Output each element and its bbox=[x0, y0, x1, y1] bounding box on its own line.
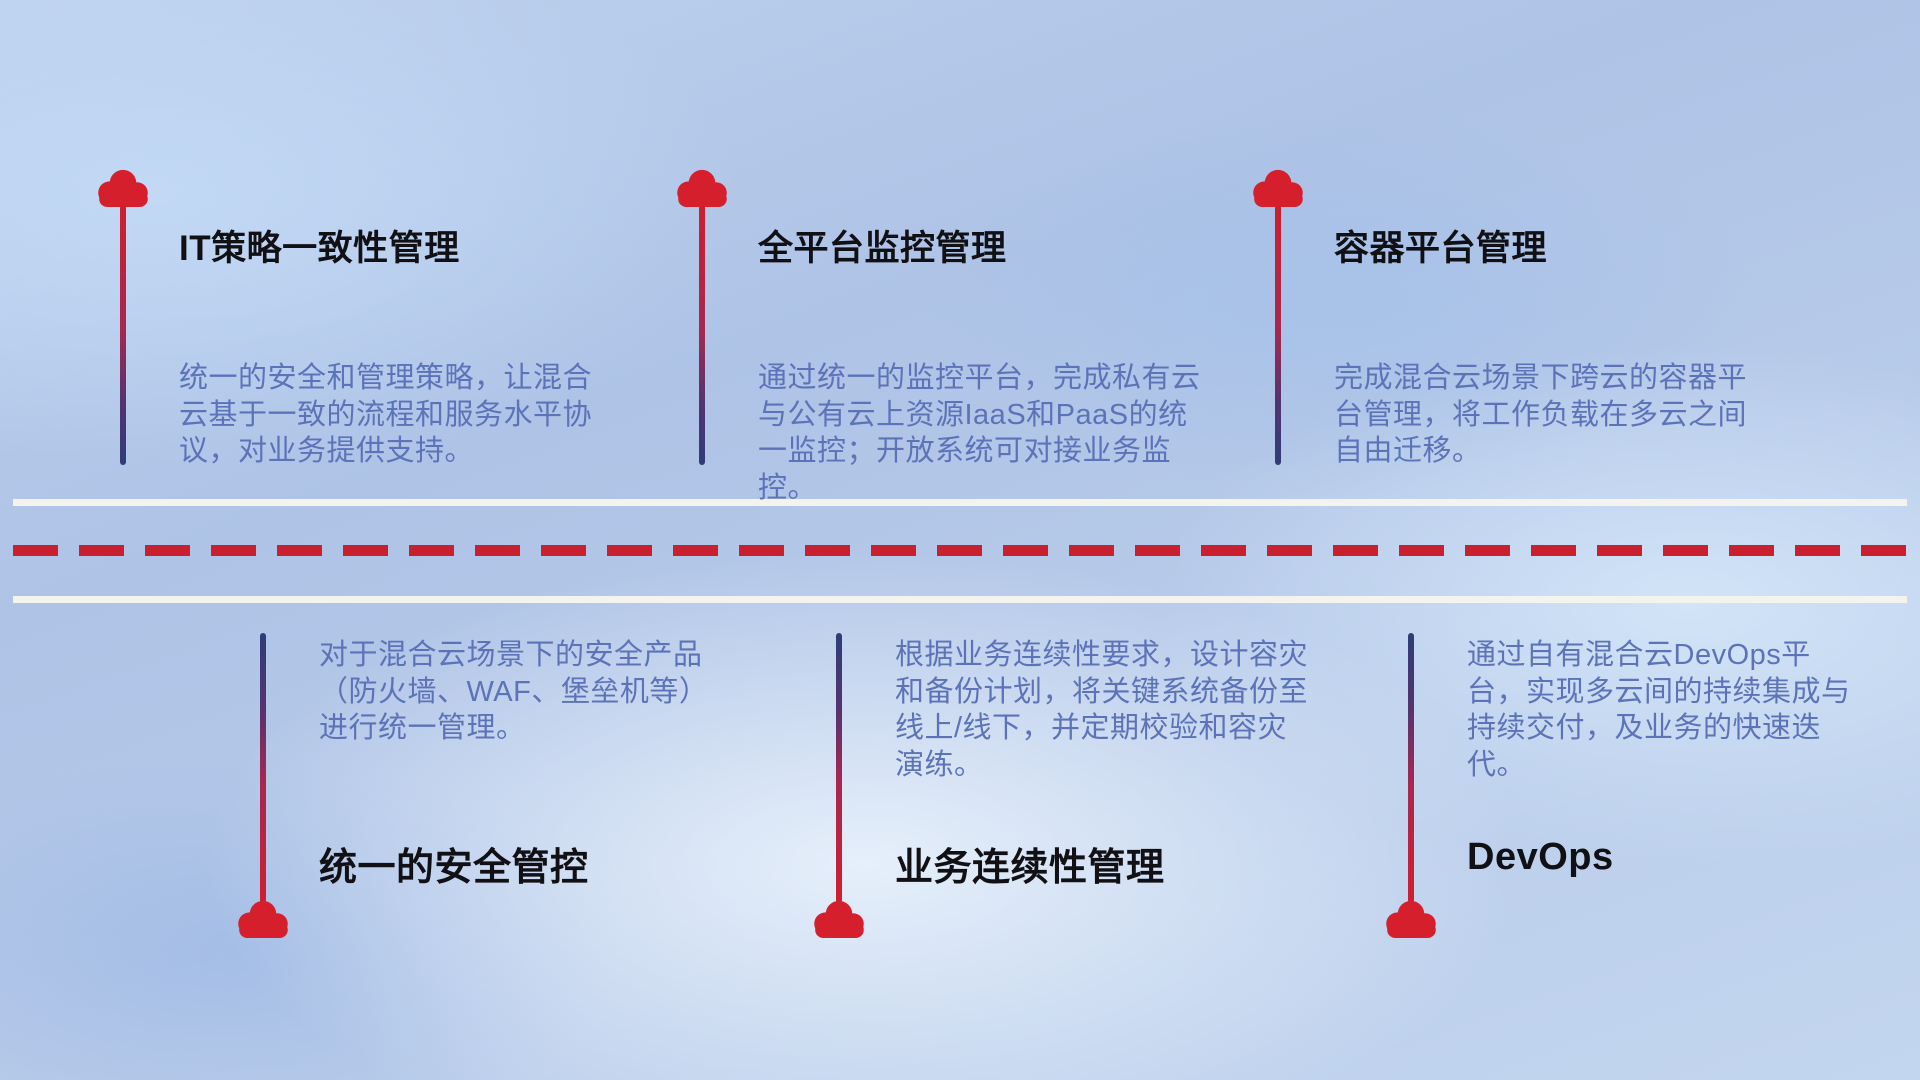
feature-description: 对于混合云场景下的安全产品（防火墙、WAF、堡垒机等）进行统一管理。 bbox=[319, 639, 709, 745]
feature-description: 统一的安全和管理策略，让混合云基于一致的流程和服务水平协议，对业务提供支持。 bbox=[179, 362, 593, 468]
feature-description: 通过统一的监控平台，完成私有云与公有云上资源IaaS和PaaS的统一监控；开放系… bbox=[758, 362, 1201, 504]
road-edge-line-bottom bbox=[13, 596, 1907, 603]
connector-line bbox=[699, 205, 705, 465]
cloud-icon bbox=[1249, 168, 1307, 208]
feature-title: IT策略一致性管理 bbox=[179, 229, 460, 268]
connector-line bbox=[260, 633, 266, 903]
cloud-icon bbox=[94, 168, 152, 208]
feature-description: 根据业务连续性要求，设计容灾和备份计划，将关键系统备份至线上/线下，并定期校验和… bbox=[895, 639, 1309, 781]
connector-line bbox=[1408, 633, 1414, 903]
feature-description: 通过自有混合云DevOps平台，实现多云间的持续集成与持续交付，及业务的快速迭代… bbox=[1467, 639, 1851, 781]
connector-line bbox=[1275, 205, 1281, 465]
cloud-icon bbox=[1382, 899, 1440, 939]
feature-title: 统一的安全管控 bbox=[319, 847, 589, 889]
cloud-icon bbox=[234, 899, 292, 939]
cloud-icon bbox=[810, 899, 868, 939]
connector-line bbox=[836, 633, 842, 903]
feature-title: 业务连续性管理 bbox=[895, 847, 1165, 889]
connector-line bbox=[120, 205, 126, 465]
cloud-icon bbox=[673, 168, 731, 208]
feature-title: 容器平台管理 bbox=[1334, 229, 1548, 268]
road-dashed-center-line bbox=[13, 545, 1907, 556]
feature-title: DevOps bbox=[1467, 836, 1614, 878]
feature-description: 完成混合云场景下跨云的容器平台管理，将工作负载在多云之间自由迁移。 bbox=[1334, 362, 1748, 468]
feature-title: 全平台监控管理 bbox=[758, 229, 1007, 268]
road-edge-line-top bbox=[13, 499, 1907, 506]
